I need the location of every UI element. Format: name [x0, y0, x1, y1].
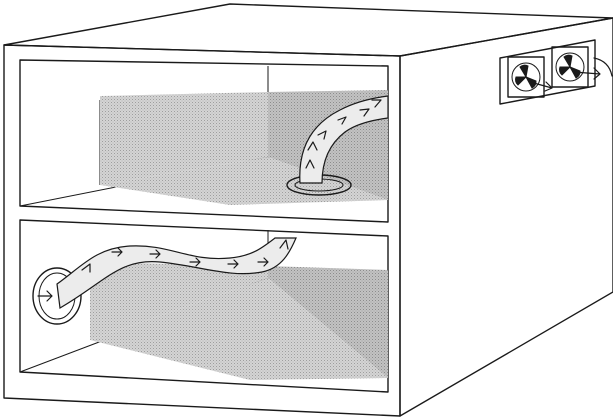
flow-arrow-icon [81, 263, 91, 273]
flow-arrow-icon [573, 67, 601, 80]
flow-arrow-icon [189, 257, 201, 267]
cabinet-side-face [399, 17, 613, 417]
cabinet-body [3, 3, 613, 417]
lower-compartment-opening [19, 219, 389, 393]
upper-airflow-path [299, 95, 389, 184]
flow-arrow-icon [227, 259, 239, 269]
exhaust-airflow [593, 57, 613, 77]
flow-arrow-icon [307, 141, 318, 151]
lower-equipment-block [90, 262, 388, 380]
flow-arrow-icon [529, 81, 553, 92]
flow-arrow-icon [371, 99, 382, 108]
flow-arrow-icon [305, 159, 315, 169]
fan-icon [515, 64, 537, 89]
exhaust-fan-left [507, 56, 553, 98]
flow-arrow-icon [37, 290, 53, 302]
lower-airflow-path [37, 237, 297, 309]
exhaust-fan-right [551, 46, 601, 88]
exhaust-fan-panel [499, 39, 613, 105]
flow-arrow-icon [279, 239, 289, 250]
flow-arrow-icon [149, 249, 161, 259]
flow-arrow-icon [317, 130, 327, 140]
upper-compartment-opening [19, 59, 389, 223]
flow-arrow-icon [359, 108, 370, 117]
fan-icon [559, 54, 581, 79]
flow-arrow-icon [337, 116, 347, 125]
flow-arrow-icon [111, 247, 123, 257]
upper-compartment [19, 59, 389, 223]
flow-arrow-icon [257, 257, 269, 267]
lower-compartment [19, 219, 389, 393]
